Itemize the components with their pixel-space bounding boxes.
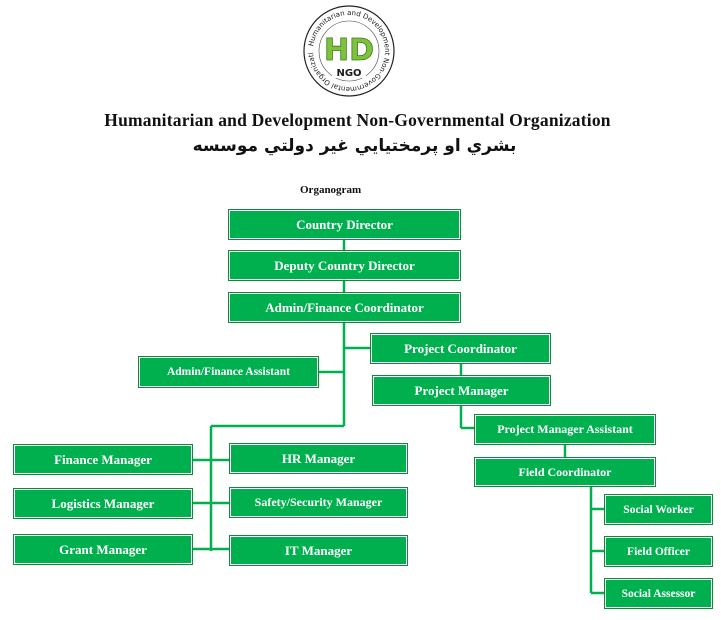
box-safety-security-manager: Safety/Security Manager: [229, 487, 408, 518]
box-project-manager-assistant: Project Manager Assistant: [474, 414, 656, 445]
box-field-coordinator: Field Coordinator: [474, 457, 656, 487]
hd-ngo-logo: Humanitarian and Development Non-Governm…: [302, 4, 395, 97]
box-country-director: Country Director: [228, 209, 461, 240]
box-it-manager: IT Manager: [229, 535, 408, 566]
box-deputy-country-director: Deputy Country Director: [228, 250, 461, 281]
organization-subtitle-pashto: بشري او پرمختيايي غير دولتي موسسه: [192, 136, 517, 156]
box-finance-manager: Finance Manager: [13, 444, 193, 475]
box-social-worker: Social Worker: [604, 494, 713, 525]
box-hr-manager: HR Manager: [229, 443, 408, 474]
organization-title: Humanitarian and Development Non-Governm…: [104, 110, 611, 130]
box-social-assessor: Social Assessor: [604, 578, 713, 609]
box-logistics-manager: Logistics Manager: [13, 488, 193, 519]
box-field-officer: Field Officer: [604, 536, 713, 567]
box-grant-manager: Grant Manager: [13, 534, 193, 565]
logo-badge: NGO: [336, 68, 361, 79]
logo-letters: HD: [324, 33, 374, 68]
organogram-label: Organogram: [300, 184, 362, 196]
box-project-coordinator: Project Coordinator: [370, 333, 551, 364]
box-admin-finance-assistant: Admin/Finance Assistant: [138, 356, 319, 388]
box-project-manager: Project Manager: [372, 375, 551, 406]
box-admin-finance-coordinator: Admin/Finance Coordinator: [228, 292, 461, 323]
